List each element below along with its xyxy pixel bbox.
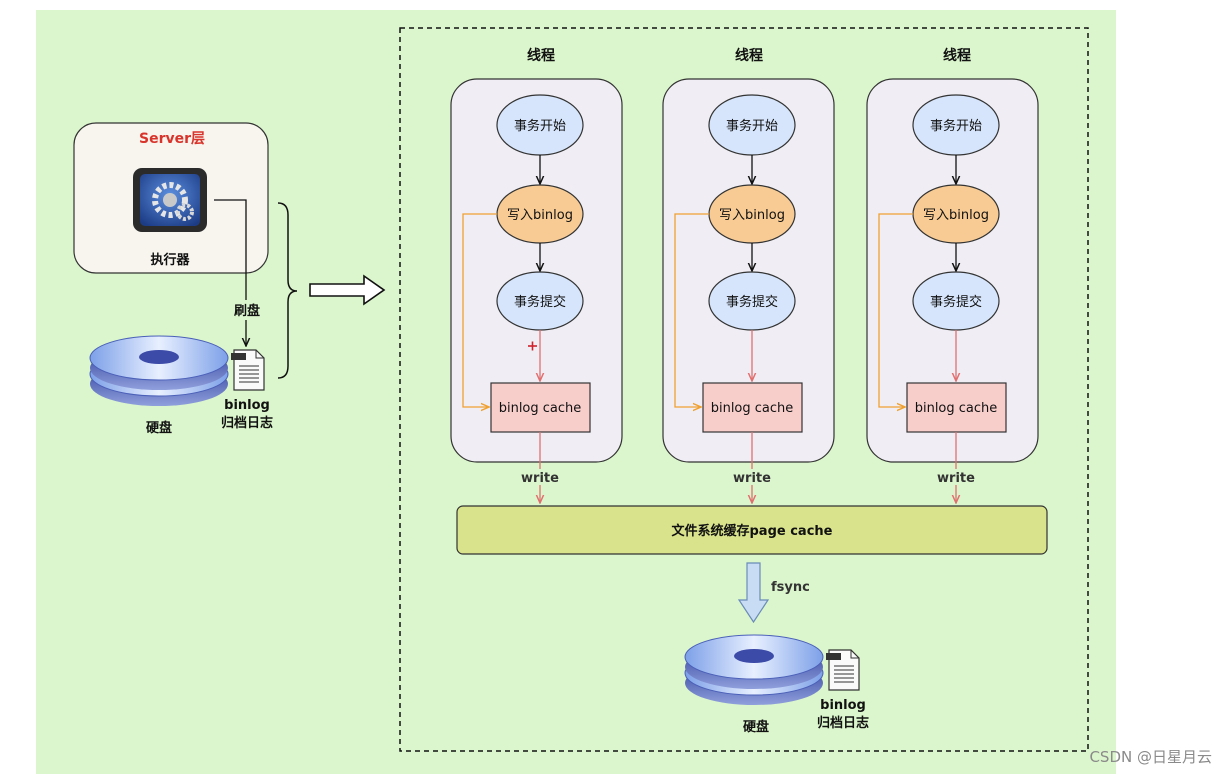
tx-commit-label: 事务提交 — [514, 294, 566, 310]
fsync-label: fsync — [771, 580, 810, 595]
flush-label: 刷盘 — [234, 303, 260, 319]
tx-commit-label: 事务提交 — [930, 294, 982, 310]
tx-begin-label: 事务开始 — [514, 118, 566, 134]
binlog-label: binlog — [820, 698, 866, 713]
binlog-cache-label: binlog cache — [915, 401, 998, 416]
executor-label: 执行器 — [150, 252, 190, 268]
thread-title: 线程 — [735, 47, 763, 64]
thread-title: 线程 — [943, 47, 971, 64]
disk-icon — [684, 634, 824, 705]
archive-log-label: 归档日志 — [221, 415, 273, 431]
watermark: CSDN @日星月云 — [1089, 748, 1212, 766]
brace — [277, 202, 298, 379]
thread-title: 线程 — [527, 47, 555, 64]
disk-label: 硬盘 — [146, 420, 172, 436]
arrow-write-to-cache — [462, 213, 497, 407]
big-right-arrow — [309, 274, 386, 306]
binlog-cache-label: binlog cache — [711, 401, 794, 416]
log-file-icon — [231, 349, 265, 391]
log-file-icon — [826, 649, 860, 691]
write-label: write — [937, 471, 975, 486]
archive-log-label: 归档日志 — [817, 715, 869, 731]
page-cache-box — [456, 505, 1048, 555]
thread-2: 线程 事务开始 写入binlog 事务提交 binlog cache write — [662, 47, 835, 503]
fsync-arrow — [737, 562, 770, 624]
thread-3: 线程 事务开始 写入binlog 事务提交 binlog cache write — [866, 47, 1039, 503]
executor-icon — [133, 168, 207, 232]
tx-begin-label: 事务开始 — [930, 118, 982, 134]
arrow-write-to-cache — [674, 213, 709, 407]
binlog-cache-label: binlog cache — [499, 401, 582, 416]
binlog-label: binlog — [224, 398, 270, 413]
write-label: write — [521, 471, 559, 486]
write-label: write — [733, 471, 771, 486]
cursor-plus-icon — [528, 341, 537, 351]
binlog-cache-box — [702, 382, 803, 433]
server-layer: Server层 执行器 刷盘 硬盘 — [73, 122, 386, 436]
thread-1: 线程 事务开始 写入binlog 事务提交 binlog cache write — [450, 47, 623, 503]
threads-container — [399, 27, 1089, 752]
flush-arrow — [214, 199, 246, 346]
tx-begin-label: 事务开始 — [726, 118, 778, 134]
server-layer-title: Server层 — [139, 131, 205, 147]
write-binlog-label: 写入binlog — [923, 208, 989, 223]
binlog-cache-box — [906, 382, 1007, 433]
binlog-cache-box — [490, 382, 591, 433]
tx-commit-label: 事务提交 — [726, 294, 778, 310]
arrow-write-to-cache — [878, 213, 913, 407]
write-binlog-label: 写入binlog — [719, 208, 785, 223]
write-binlog-label: 写入binlog — [507, 208, 573, 223]
page-cache-label: 文件系统缓存page cache — [672, 523, 833, 539]
disk-icon — [89, 335, 229, 406]
disk-label: 硬盘 — [743, 719, 769, 735]
